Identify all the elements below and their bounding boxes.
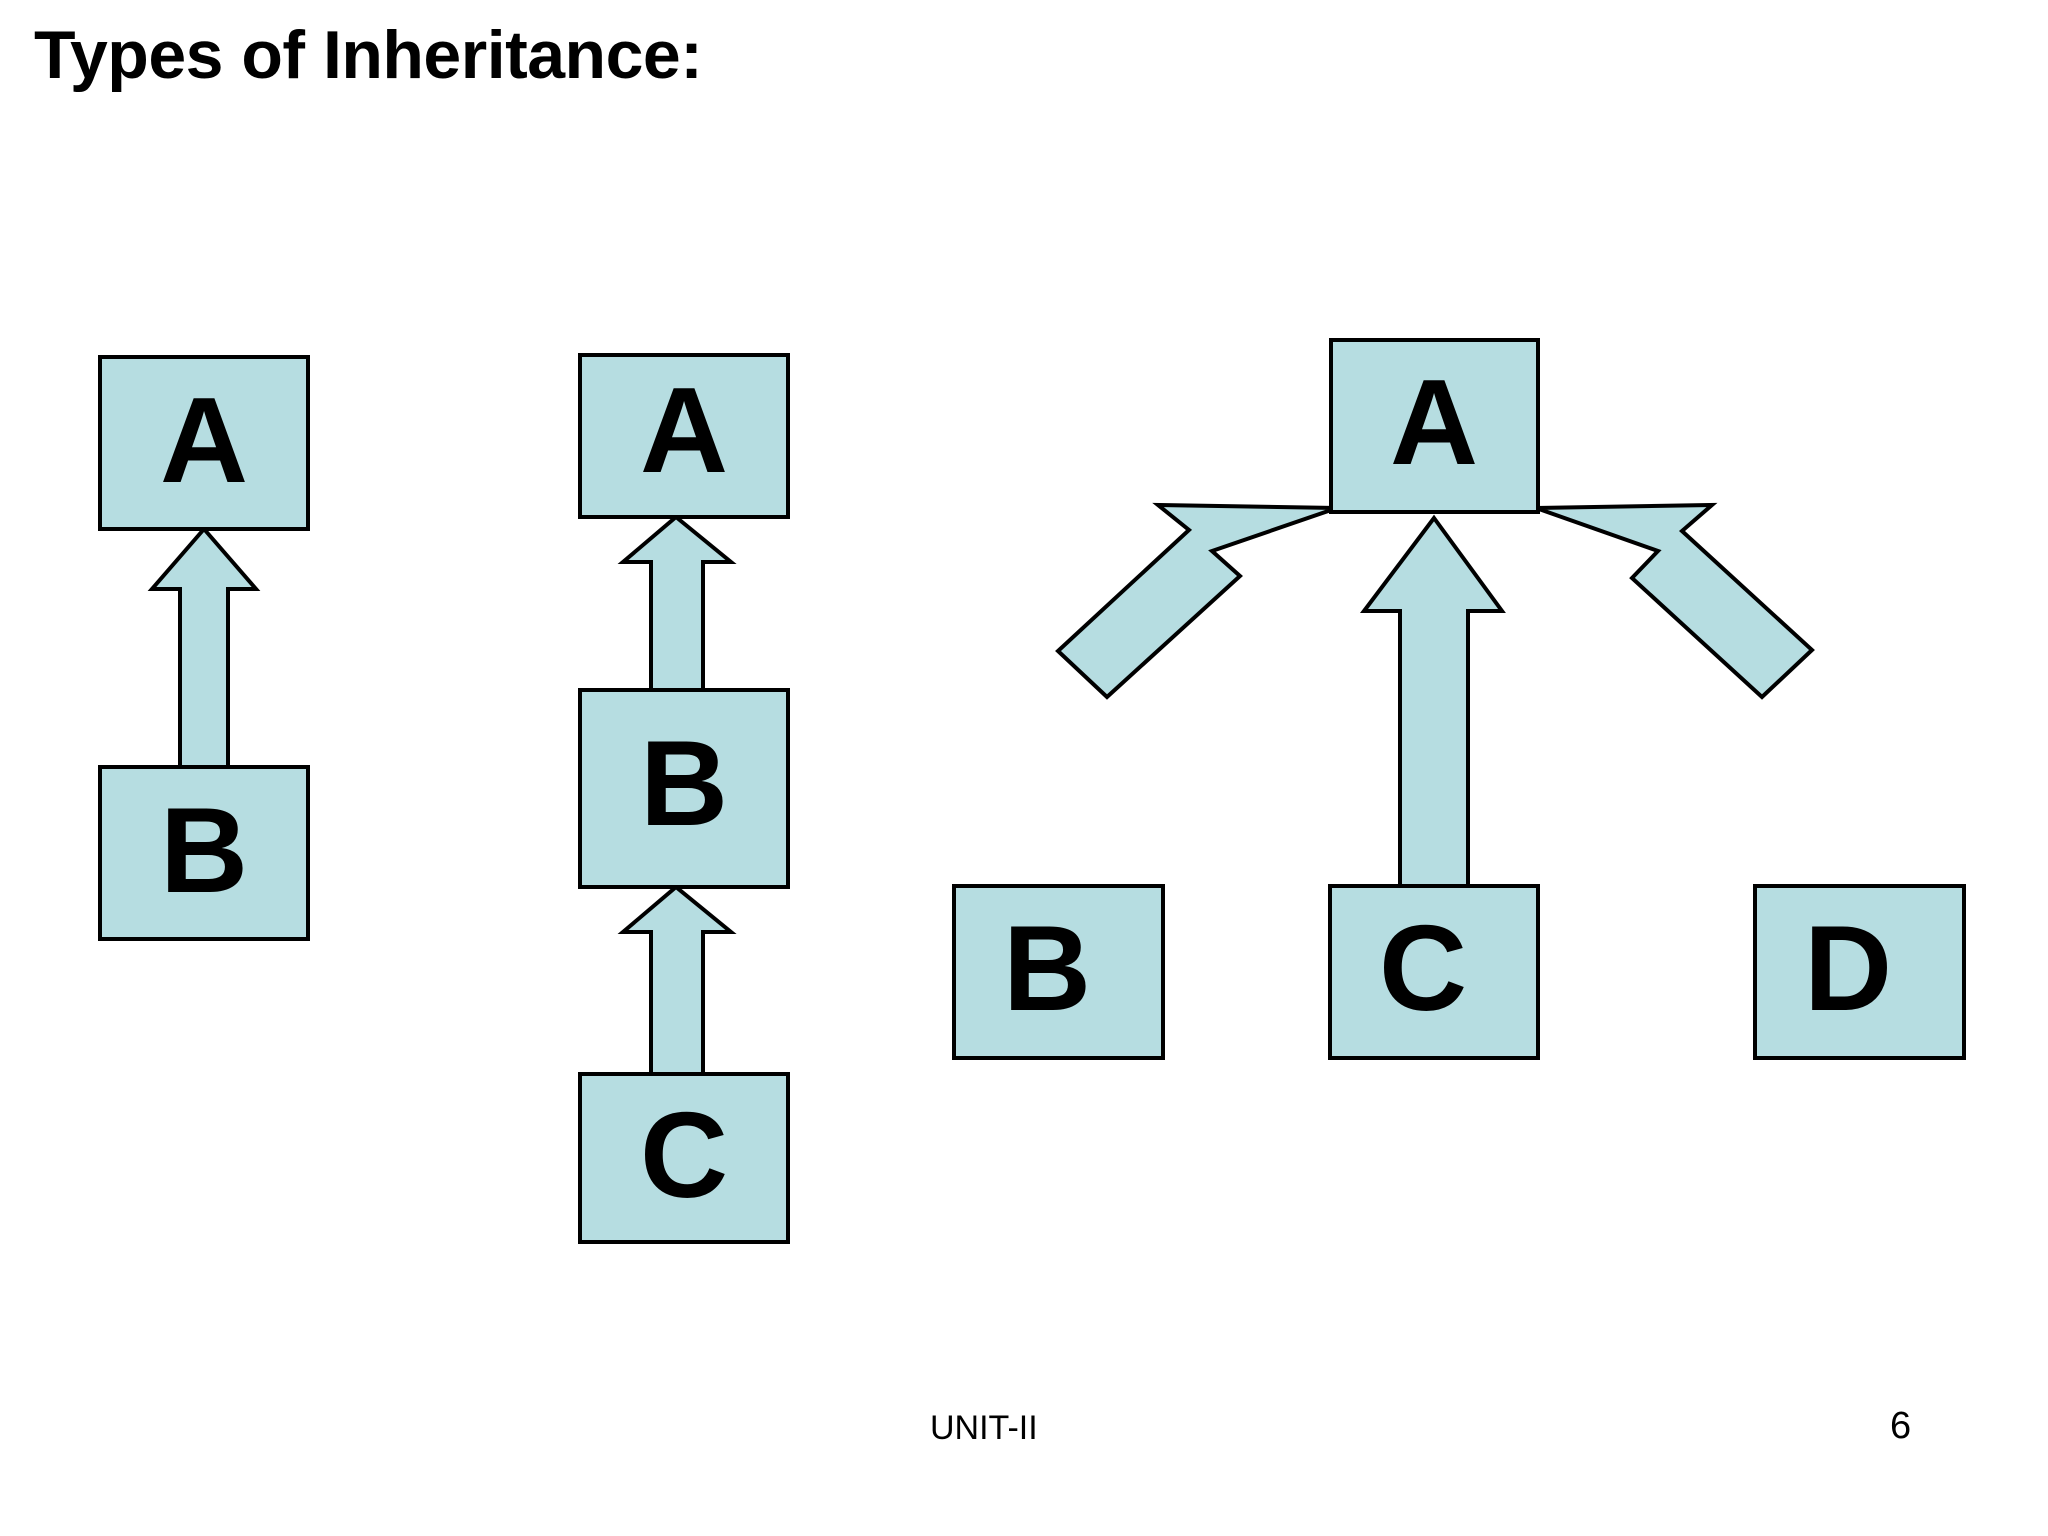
node-label-d1-a: A <box>160 372 248 508</box>
node-label-d1-b: B <box>160 782 248 918</box>
arrow-d3-c-to-a <box>1359 514 1506 888</box>
node-d3-c[interactable]: C <box>1328 884 1540 1060</box>
node-label-d2-c: C <box>640 1087 728 1223</box>
node-d2-c[interactable]: C <box>578 1072 790 1244</box>
arrow-d1-b-to-a <box>147 525 261 769</box>
node-label-d3-d: D <box>1804 900 1892 1036</box>
hierarchical-inheritance-diagram: A B C D <box>952 338 1966 1060</box>
node-d1-b[interactable]: B <box>98 765 310 941</box>
page-number: 6 <box>1890 1405 1912 1447</box>
node-d1-a[interactable]: A <box>98 355 310 531</box>
node-label-d2-b: B <box>640 715 728 851</box>
arrow-d2-c-to-b <box>617 884 737 1076</box>
single-inheritance-diagram: A B <box>98 355 310 941</box>
arrow-d3-b-to-a <box>1055 502 1338 700</box>
node-label-d3-a: A <box>1390 354 1478 490</box>
node-d3-a[interactable]: A <box>1329 338 1540 514</box>
node-d3-d[interactable]: D <box>1753 884 1966 1060</box>
node-label-d2-a: A <box>640 362 728 498</box>
multilevel-inheritance-diagram: A B C <box>578 353 790 1244</box>
arrow-d3-d-to-a <box>1535 502 1815 700</box>
page-title: Types of Inheritance: <box>34 17 703 93</box>
node-d2-a[interactable]: A <box>578 353 790 519</box>
arrow-d2-b-to-a-main <box>617 514 737 692</box>
footer-unit-label: UNIT-II <box>930 1409 1038 1447</box>
node-d3-b[interactable]: B <box>952 884 1165 1060</box>
node-label-d3-b: B <box>1003 900 1091 1036</box>
node-label-d3-c: C <box>1379 900 1467 1036</box>
node-d2-b[interactable]: B <box>578 688 790 889</box>
